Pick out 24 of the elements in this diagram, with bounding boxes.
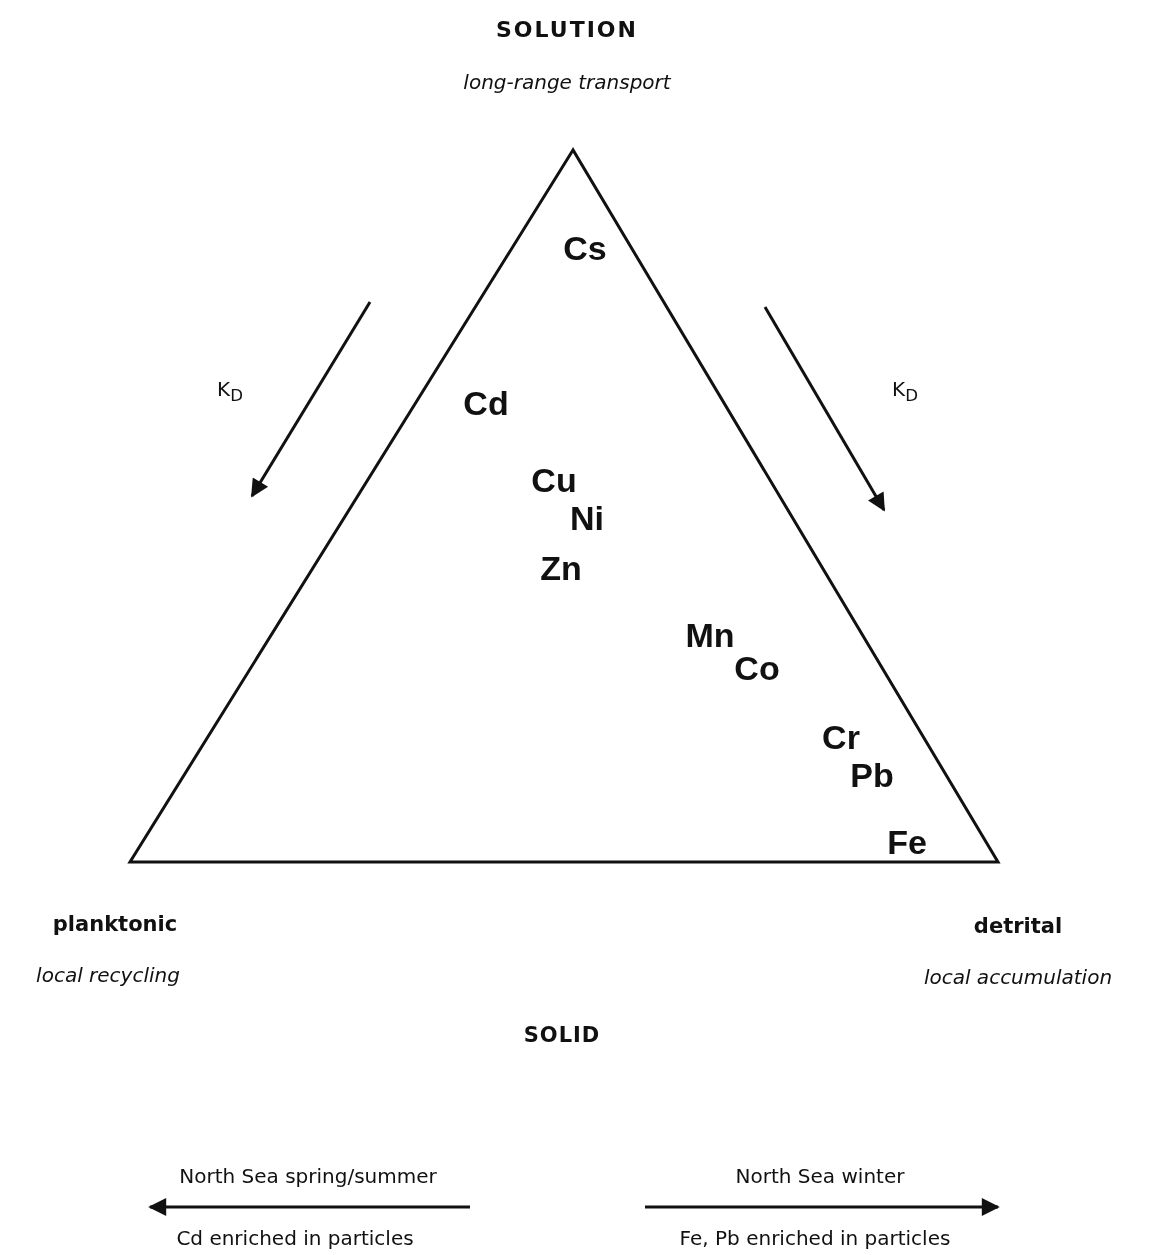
element-symbol: Cr: [822, 720, 860, 754]
element-symbol: Fe: [887, 825, 927, 859]
corner-label: detrital: [973, 915, 1063, 939]
arrow-caption: Cd enriched in particles: [176, 1227, 414, 1249]
element-symbol: Co: [734, 651, 780, 685]
heading: SOLID: [523, 1024, 601, 1048]
corner-sublabel: local recycling: [36, 964, 180, 986]
element-symbol: Mn: [685, 618, 735, 652]
element-symbol: Cd: [463, 386, 509, 420]
axis-label: K$_{D}$: [217, 378, 243, 406]
arrow-caption: Fe, Pb enriched in particles: [679, 1227, 951, 1249]
axis-label: K$_{D}$: [892, 378, 918, 406]
corner-label: planktonic: [52, 913, 178, 937]
ternary-triangle: [130, 150, 998, 862]
corner-sublabel: local accumulation: [923, 966, 1113, 988]
arrow-caption: North Sea winter: [735, 1165, 905, 1187]
arrow-caption: North Sea spring/summer: [179, 1165, 437, 1187]
element-symbol: Pb: [850, 758, 894, 792]
element-symbol: Zn: [540, 551, 582, 585]
heading: SOLUTION: [496, 17, 638, 43]
element-symbol: Cs: [563, 231, 607, 265]
element-symbol: Ni: [570, 501, 604, 535]
element-symbol: Cu: [531, 463, 577, 497]
subheading: long-range transport: [463, 71, 671, 93]
